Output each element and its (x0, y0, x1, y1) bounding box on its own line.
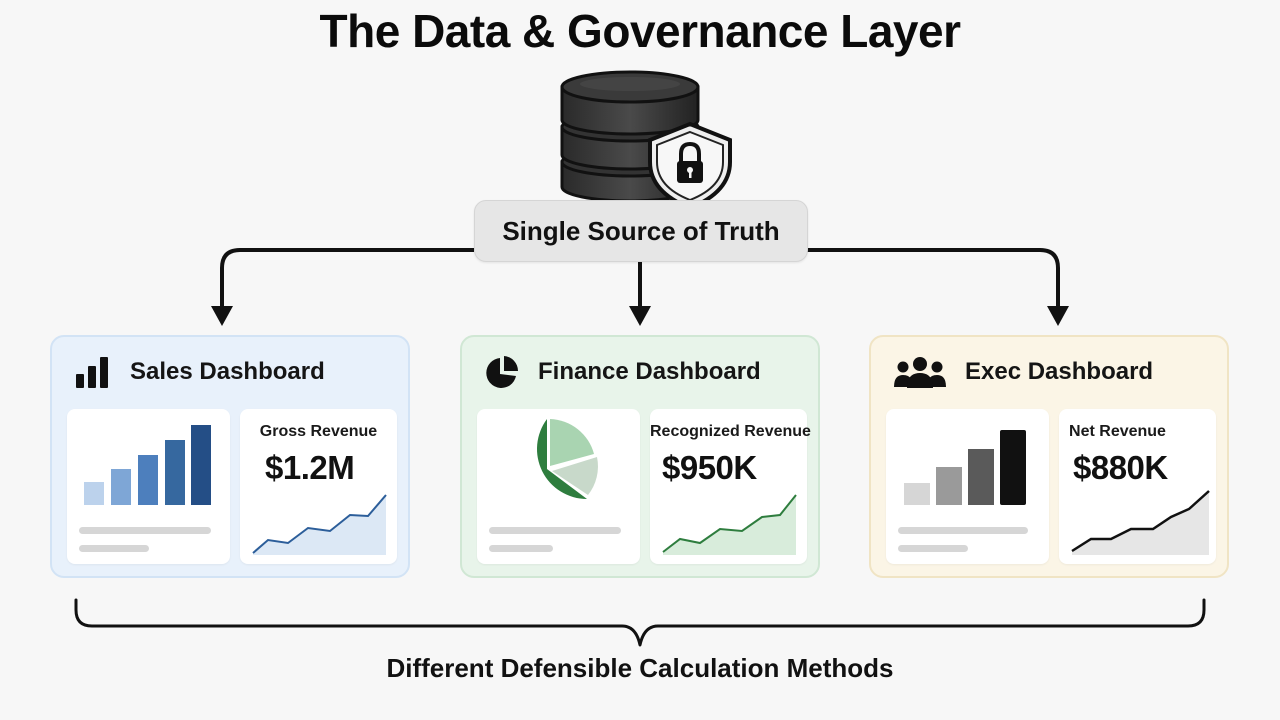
finance-metric-panel: Recognized Revenue $950K (650, 409, 811, 564)
arrowhead-finance (629, 306, 651, 326)
database-shield-lock-icon (560, 70, 732, 211)
finance-pie-slice-large (537, 419, 587, 499)
single-source-of-truth-label: Single Source of Truth (474, 200, 808, 262)
exec-bar-2 (936, 467, 962, 505)
finance-metric-value: $950K (662, 449, 757, 486)
sales-bar-1 (84, 482, 104, 505)
diagram-title: The Data & Governance Layer (319, 5, 961, 57)
arrow-to-sales (220, 248, 474, 312)
pie-chart-icon (486, 356, 519, 388)
bottom-brace (74, 598, 1206, 647)
exec-metric-label: Net Revenue (1069, 423, 1166, 440)
arrowhead-sales (211, 306, 233, 326)
finance-text-line-1 (489, 527, 621, 534)
exec-bar-4 (1000, 430, 1026, 505)
finance-metric-label: Recognized Revenue (650, 423, 811, 440)
sales-dashboard-card: Sales Dashboard Gross Revenue $1.2M (50, 335, 410, 578)
exec-dashboard-title: Exec Dashboard (965, 358, 1154, 385)
sales-dashboard-title: Sales Dashboard (130, 358, 325, 385)
sales-text-line-1 (79, 527, 211, 534)
finance-dashboard-card: Finance Dashboard Recognized Revenue $95… (460, 335, 820, 578)
exec-metric-panel: Net Revenue $880K (1059, 409, 1216, 564)
exec-trend-line (1071, 490, 1210, 555)
sales-metric-panel: Gross Revenue $1.2M (240, 409, 397, 564)
sales-trend-line (252, 494, 387, 555)
bottom-caption: Different Defensible Calculation Methods (386, 653, 894, 683)
exec-bar-3 (968, 449, 994, 505)
finance-pie-slice-light (550, 419, 594, 466)
sales-bar-3 (138, 455, 158, 505)
sales-bar-chart-panel (67, 409, 230, 564)
exec-text-line-1 (898, 527, 1028, 534)
sales-metric-value: $1.2M (265, 449, 355, 486)
finance-pie-chart-panel (477, 409, 640, 564)
finance-trend-line (662, 494, 797, 555)
users-icon (894, 357, 946, 388)
bar-chart-icon (76, 357, 108, 388)
sales-metric-label: Gross Revenue (259, 423, 378, 440)
arrowhead-exec (1047, 306, 1069, 326)
finance-text-line-2 (489, 545, 553, 552)
sales-text-line-2 (79, 545, 149, 552)
finance-dashboard-title: Finance Dashboard (538, 358, 761, 385)
finance-pie-slice-grey (552, 457, 598, 495)
exec-text-line-2 (898, 545, 968, 552)
exec-metric-value: $880K (1073, 449, 1168, 486)
sales-bar-2 (111, 469, 131, 505)
exec-dashboard-card: Exec Dashboard Net Revenue $880K (869, 335, 1229, 578)
sales-bar-4 (165, 440, 185, 505)
sales-bar-5 (191, 425, 211, 505)
exec-bar-1 (904, 483, 930, 505)
exec-bar-chart-panel (886, 409, 1049, 564)
arrow-to-exec (806, 248, 1060, 312)
